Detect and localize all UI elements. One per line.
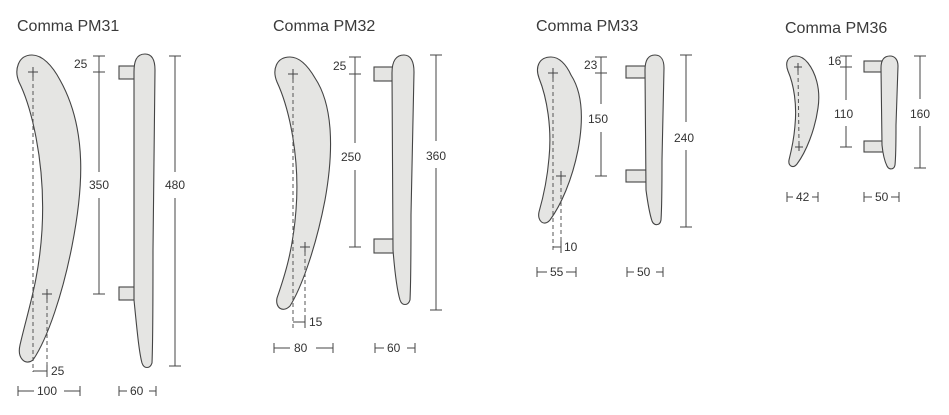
crosshair-icon <box>42 289 52 299</box>
crosshair-icon <box>795 143 803 151</box>
dimension-top-offset: 25 <box>74 57 88 71</box>
handle-front-view <box>274 56 332 310</box>
crosshair-icon <box>28 67 38 77</box>
crosshair-icon <box>794 63 802 71</box>
handle-front-view <box>16 54 82 363</box>
dimension-top-offset: 23 <box>584 58 598 72</box>
handle-side-view <box>644 54 665 226</box>
dimension-projection: 10 <box>564 240 578 254</box>
handle-side-view <box>133 53 156 369</box>
dimension-width: 42 <box>796 190 810 204</box>
crosshair-icon <box>548 68 558 78</box>
dimension-center-distance: 150 <box>588 112 608 126</box>
dimension-top-offset: 25 <box>333 59 347 73</box>
dimension-depth: 60 <box>130 384 144 398</box>
dimension-width: 55 <box>550 265 564 279</box>
handle-front-view <box>786 55 820 168</box>
dimension-center-distance: 110 <box>834 107 853 121</box>
dimension-top-offset: 16 <box>828 54 842 68</box>
model-title: Comma PM32 <box>273 18 375 35</box>
dimension-width: 100 <box>37 384 57 398</box>
crosshair-icon <box>300 242 310 252</box>
crosshair-icon <box>556 171 566 181</box>
dimension-total-length: 360 <box>426 149 446 163</box>
dimension-total-length: 240 <box>674 131 694 145</box>
dimension-width: 80 <box>294 341 308 355</box>
model-title: Comma PM33 <box>536 18 638 35</box>
dimension-depth: 50 <box>875 190 889 204</box>
handle-side-view <box>880 55 899 170</box>
model-title: Comma PM36 <box>785 20 887 37</box>
dimension-projection: 15 <box>309 315 323 329</box>
dimension-center-distance: 250 <box>341 150 361 164</box>
dimension-depth: 60 <box>387 341 401 355</box>
dimension-center-distance: 350 <box>89 178 109 192</box>
model-pm36: Comma PM36 42 16 110 160 50 <box>785 20 930 204</box>
model-title: Comma PM31 <box>17 18 119 35</box>
dimension-total-length: 480 <box>165 178 185 192</box>
dimension-projection: 25 <box>51 364 65 378</box>
model-pm32: Comma PM32 15 80 25 250 360 <box>273 18 446 355</box>
model-pm33: Comma PM33 10 55 23 150 240 <box>536 18 694 279</box>
handle-side-view <box>391 54 415 306</box>
dimension-total-length: 160 <box>910 107 930 121</box>
mounting-post <box>863 140 885 153</box>
crosshair-icon <box>288 69 298 79</box>
handle-front-view <box>536 56 582 224</box>
model-pm31: Comma PM31 25 100 25 350 <box>16 18 185 398</box>
mounting-post <box>625 169 649 183</box>
dimension-depth: 50 <box>637 265 651 279</box>
